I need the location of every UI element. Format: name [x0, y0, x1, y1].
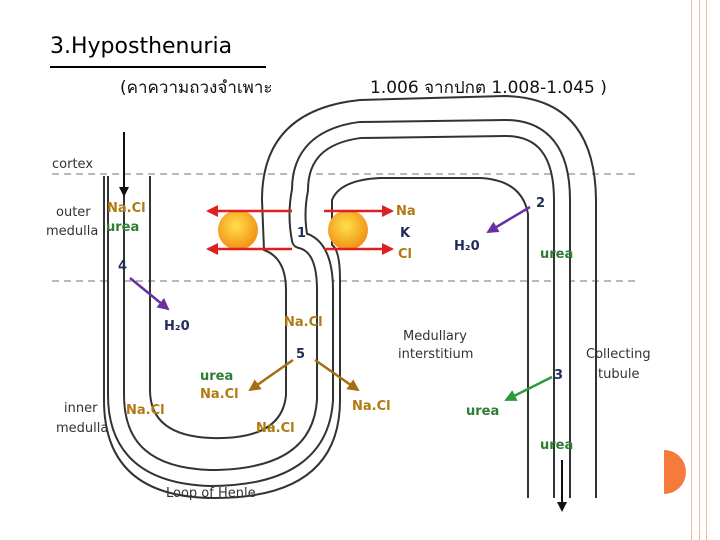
- purple-arrow-4: [129, 277, 170, 311]
- zone-cortex-label: cortex: [52, 157, 93, 172]
- loop-of-henle-label: Loop of Henle: [166, 486, 256, 501]
- collecting-label-2: tubule: [598, 367, 639, 382]
- h2o-top-label: H₂0: [454, 239, 480, 254]
- nacl-step5-left-label: Na.Cl: [200, 387, 239, 402]
- decorative-rule-1: [691, 0, 692, 540]
- zone-inner-medulla-label-1: inner: [64, 401, 98, 416]
- medullary-label-1: Medullary: [403, 329, 467, 344]
- ion-cl-label: Cl: [398, 247, 412, 262]
- urea-step5-label: urea: [200, 369, 233, 384]
- nacl-ascending-label: Na.Cl: [284, 315, 323, 330]
- nacl-step5-right-label: Na.Cl: [352, 399, 391, 414]
- nephron-tube-lumen: [109, 121, 569, 498]
- step-1-label: 1: [297, 226, 306, 241]
- title-underline: [50, 66, 266, 68]
- step-4-label: 4: [118, 259, 127, 274]
- subtitle-left: (คาความถวงจำเพาะ: [120, 78, 273, 98]
- nacl-inner-label: Na.Cl: [126, 403, 165, 418]
- gold-arrow-5-left: [248, 358, 294, 392]
- loop-inner-wall: [149, 94, 597, 498]
- ion-na-label: Na: [396, 204, 416, 219]
- step-5-label: 5: [296, 347, 305, 362]
- collecting-label-1: Collecting: [586, 347, 651, 362]
- inflow-urea-label: urea: [106, 220, 139, 235]
- urea-bottom-label: urea: [540, 438, 573, 453]
- decorative-rule-3: [706, 0, 707, 540]
- h2o-descending-label: H₂0: [164, 319, 190, 334]
- slide-title: 3.Hyposthenuria: [50, 34, 233, 59]
- urea-step3-label: urea: [466, 404, 499, 419]
- zone-inner-medulla-label-2: medulla: [56, 421, 108, 436]
- urea-collecting-top-label: urea: [540, 247, 573, 262]
- zone-outer-medulla-label-1: outer: [56, 205, 91, 220]
- inflow-nacl-label: Na.Cl: [107, 201, 146, 216]
- gold-arrow-5-right: [314, 358, 360, 392]
- pump-left: [218, 210, 258, 250]
- ion-k-label: K: [400, 226, 411, 241]
- loop-outer-wall: [103, 176, 529, 500]
- purple-arrow-2: [486, 205, 531, 234]
- step-2-label: 2: [536, 196, 545, 211]
- pump-right: [328, 210, 368, 250]
- zone-outer-medulla-label-2: medulla: [46, 224, 98, 239]
- medullary-label-2: interstitium: [398, 347, 473, 362]
- green-arrow-3: [504, 375, 553, 402]
- decorative-rule-2: [699, 0, 700, 540]
- decorative-half-circle: [664, 450, 686, 494]
- step-3-label: 3: [554, 368, 563, 383]
- subtitle-right: 1.006 จากปกต 1.008-1.045 ): [370, 78, 607, 98]
- nacl-bottom-label: Na.Cl: [256, 421, 295, 436]
